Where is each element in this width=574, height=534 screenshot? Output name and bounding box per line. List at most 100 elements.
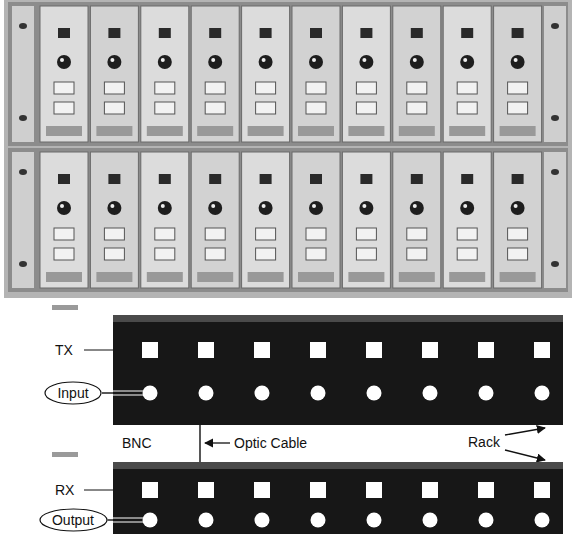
- module-strip: [449, 126, 485, 136]
- module-plate: [205, 228, 225, 240]
- leader-line: [84, 350, 113, 351]
- knob-glint: [60, 204, 64, 208]
- module-led: [360, 28, 372, 38]
- photo-ground: [4, 0, 572, 298]
- module-strip: [46, 126, 82, 136]
- module-plate: [457, 102, 477, 114]
- module-led: [209, 28, 221, 38]
- module-plate: [457, 248, 477, 260]
- module-strip: [348, 272, 384, 282]
- module-card: [40, 152, 88, 288]
- module-face: [494, 152, 542, 288]
- bnc-connector: [535, 386, 550, 401]
- module-knob: [259, 201, 273, 215]
- indicator-square: [422, 342, 438, 358]
- module-knob: [208, 201, 222, 215]
- module-card: [494, 6, 542, 142]
- module-led: [411, 174, 423, 184]
- bnc-connector: [143, 513, 158, 528]
- module-plate: [155, 248, 175, 260]
- mounting-hole: [551, 169, 559, 175]
- indicator-square: [534, 482, 550, 498]
- module-led: [512, 174, 524, 184]
- port-ellipse: Input: [44, 381, 102, 405]
- module-card: [292, 6, 340, 142]
- module-strip: [399, 272, 435, 282]
- module-strip: [449, 272, 485, 282]
- rack-frame: [8, 2, 568, 146]
- module-led: [310, 174, 322, 184]
- knob-glint: [211, 204, 215, 208]
- module-face: [90, 152, 138, 288]
- module-plate: [306, 82, 326, 94]
- module-strip: [348, 126, 384, 136]
- module-plate: [256, 228, 276, 240]
- module-led: [310, 28, 322, 38]
- callout-label: Optic Cable: [232, 435, 309, 451]
- module-plate: [256, 102, 276, 114]
- module-led: [360, 174, 372, 184]
- indicator-square: [198, 482, 214, 498]
- module-card: [393, 152, 441, 288]
- module-plate: [508, 228, 528, 240]
- module-knob: [410, 201, 424, 215]
- knob-glint: [262, 58, 266, 62]
- pointer-arrow: [505, 450, 545, 460]
- port-label: Output: [52, 512, 94, 528]
- module-card: [90, 152, 138, 288]
- knob-glint: [110, 58, 114, 62]
- module-face: [40, 152, 88, 288]
- module-strip: [500, 126, 536, 136]
- module-plate: [54, 102, 74, 114]
- module-plate: [205, 102, 225, 114]
- module-plate: [155, 82, 175, 94]
- knob-glint: [514, 58, 518, 62]
- bnc-connector: [199, 386, 214, 401]
- mounting-hole: [551, 115, 559, 121]
- indicator-square: [478, 482, 494, 498]
- knob-glint: [413, 204, 417, 208]
- callout-label: BNC: [120, 435, 154, 451]
- module-plate: [256, 82, 276, 94]
- knob-glint: [161, 204, 165, 208]
- pointer-arrow: [505, 428, 545, 435]
- module-knob: [511, 201, 525, 215]
- module-strip: [500, 272, 536, 282]
- bnc-connector: [311, 386, 326, 401]
- scan-smudge: [52, 305, 78, 310]
- leader-line: [84, 490, 113, 491]
- module-plate: [54, 248, 74, 260]
- cable-lead: [113, 395, 143, 396]
- module-plate: [205, 82, 225, 94]
- mounting-hole: [19, 169, 27, 175]
- mounting-hole: [551, 261, 559, 267]
- rack-chassis: TX: [113, 315, 563, 425]
- module-strip: [248, 126, 284, 136]
- module-plate: [104, 248, 124, 260]
- module-strip: [96, 126, 132, 136]
- indicator-square: [366, 342, 382, 358]
- module-card: [292, 152, 340, 288]
- rack-frame: [8, 148, 568, 292]
- module-plate: [407, 82, 427, 94]
- indicator-square: [254, 342, 270, 358]
- module-face: [242, 6, 290, 142]
- mounting-hole: [19, 115, 27, 121]
- bnc-connector: [311, 513, 326, 528]
- module-strip: [46, 272, 82, 282]
- module-led: [461, 174, 473, 184]
- knob-glint: [60, 58, 64, 62]
- scan-smudge: [52, 452, 78, 457]
- module-card: [443, 152, 491, 288]
- bnc-connector: [143, 386, 158, 401]
- module-card: [191, 152, 239, 288]
- module-plate: [104, 102, 124, 114]
- module-strip: [298, 126, 334, 136]
- knob-glint: [362, 204, 366, 208]
- bnc-connector: [255, 386, 270, 401]
- cable-lead: [113, 391, 143, 392]
- module-strip: [399, 126, 435, 136]
- module-face: [443, 152, 491, 288]
